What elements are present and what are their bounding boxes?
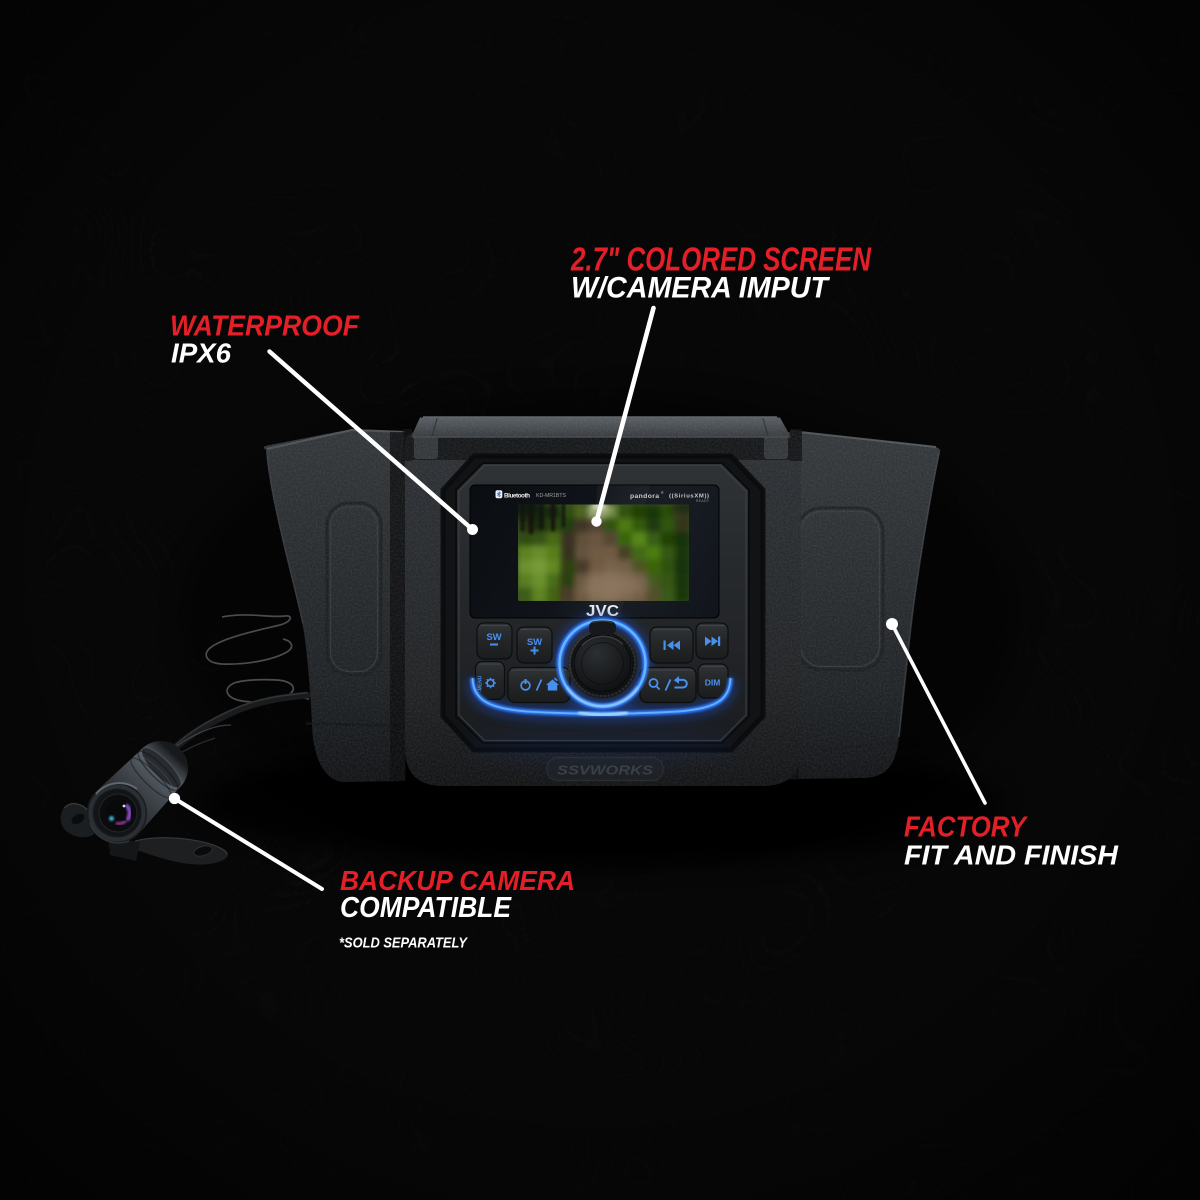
svg-text:SW: SW [486, 632, 501, 643]
svg-text:-MENU: -MENU [478, 675, 484, 692]
svg-text:*SOLD SEPARATELY: *SOLD SEPARATELY [339, 935, 469, 952]
svg-text:JVC: JVC [586, 603, 619, 620]
svg-text:pandora: pandora [630, 493, 659, 500]
svg-text:DIM: DIM [705, 678, 721, 688]
svg-text:KD-MR1BTS: KD-MR1BTS [536, 493, 566, 499]
svg-text:W/CAMERA IMPUT: W/CAMERA IMPUT [571, 272, 831, 305]
svg-text:WATERPROOF: WATERPROOF [170, 311, 360, 343]
svg-text:BACKUP CAMERA: BACKUP CAMERA [340, 865, 575, 896]
svg-text:SW: SW [527, 637, 542, 648]
svg-text:Bluetooth: Bluetooth [504, 493, 530, 500]
svg-text:FIT AND FINISH: FIT AND FINISH [904, 840, 1119, 871]
svg-text:IPX6: IPX6 [171, 338, 232, 369]
svg-text:((SiriusXM)): ((SiriusXM)) [669, 494, 709, 500]
svg-text:®: ® [661, 491, 664, 495]
svg-text:2.7" COLORED SCREEN: 2.7" COLORED SCREEN [570, 241, 872, 278]
svg-text:SSVWORKS: SSVWORKS [557, 764, 654, 778]
svg-text:FACTORY: FACTORY [904, 812, 1028, 844]
svg-text:COMPATIBLE: COMPATIBLE [340, 892, 513, 924]
svg-text:READY: READY [696, 499, 710, 503]
